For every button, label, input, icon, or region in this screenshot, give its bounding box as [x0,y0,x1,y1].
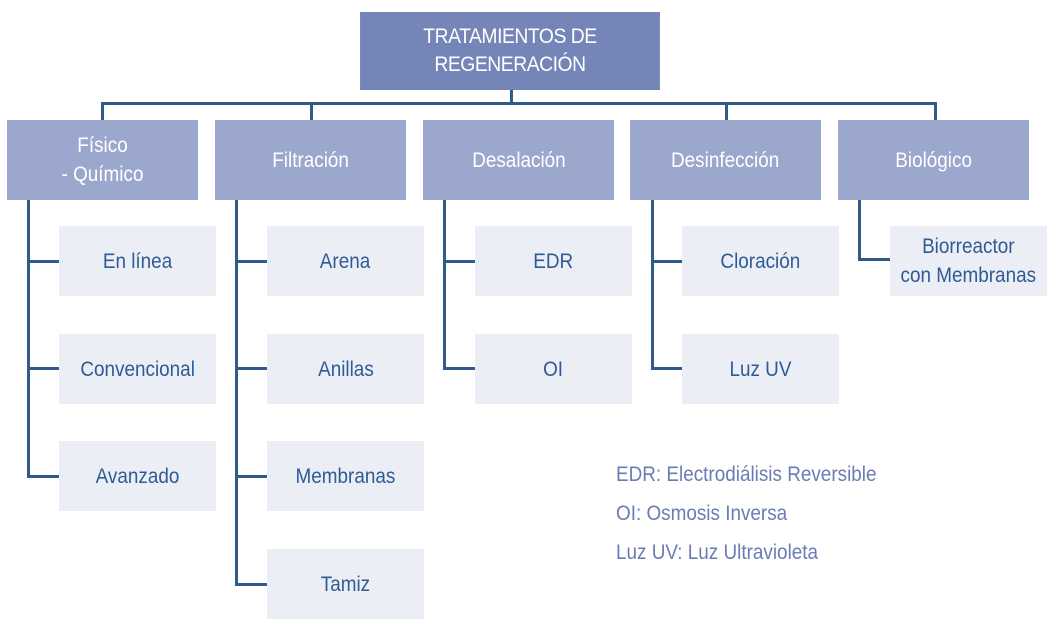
root-title: TRATAMIENTOS DE REGENERACIÓN [423,25,597,76]
branch [27,260,60,263]
leaf-label: Cloración [720,249,801,273]
leaf-label: Luz UV [729,357,792,381]
root-connector [510,90,513,104]
root-node: TRATAMIENTOS DE REGENERACIÓN [360,12,660,90]
leaf-label: Biorreactor con Membranas [900,235,1037,287]
branch [651,260,684,263]
category-label: Desalación [471,148,566,172]
leaf-label: Membranas [295,464,396,488]
leaf-label: Tamiz [320,572,371,596]
branch [443,260,476,263]
leaf-label: Convencional [80,357,195,381]
category-drop-2 [310,102,313,120]
branch [858,258,891,261]
leaf-label: OI [543,357,564,381]
spine-fisico-quimico [27,200,30,478]
branch [235,260,268,263]
branch [443,367,476,370]
spine-desalacion [443,200,446,370]
branch [27,367,60,370]
leaf-biorreactor: Biorreactor con Membranas [890,226,1047,296]
leaf-label: En línea [102,249,173,273]
legend-item: OI: Osmosis Inversa [616,502,788,525]
category-bus [101,102,937,105]
category-drop-5 [934,102,937,120]
leaf-label: EDR [533,249,574,273]
branch [235,583,268,586]
leaf-oi: OI [475,334,632,404]
spine-desinfeccion [651,200,654,370]
abbreviation-legend: EDR: Electrodiálisis Reversible OI: Osmo… [616,460,905,577]
leaf-edr: EDR [475,226,632,296]
category-fisico-quimico: Físico - Químico [7,120,198,200]
category-label: Desinfección [671,148,780,172]
category-label: Físico - Químico [61,134,144,186]
leaf-label: Avanzado [95,464,180,488]
category-drop-1 [101,102,104,120]
leaf-label: Arena [320,249,371,273]
category-desinfeccion: Desinfección [630,120,821,200]
branch [27,475,60,478]
branch [235,475,268,478]
leaf-convencional: Convencional [59,334,216,404]
category-desalacion: Desalación [423,120,614,200]
legend-item: EDR: Electrodiálisis Reversible [616,463,877,486]
leaf-en-linea: En línea [59,226,216,296]
leaf-cloracion: Cloración [682,226,839,296]
spine-filtracion [235,200,238,586]
spine-biologico [858,200,861,260]
leaf-luz-uv: Luz UV [682,334,839,404]
branch [651,367,684,370]
leaf-tamiz: Tamiz [267,549,424,619]
leaf-avanzado: Avanzado [59,441,216,511]
category-label: Biológico [895,148,972,172]
category-label: Filtración [272,148,349,172]
leaf-membranas: Membranas [267,441,424,511]
legend-item: Luz UV: Luz Ultravioleta [616,541,819,564]
category-biologico: Biológico [838,120,1029,200]
leaf-arena: Arena [267,226,424,296]
branch [235,367,268,370]
category-filtracion: Filtración [215,120,406,200]
category-drop-4 [725,102,728,120]
leaf-label: Anillas [317,357,374,381]
leaf-anillas: Anillas [267,334,424,404]
